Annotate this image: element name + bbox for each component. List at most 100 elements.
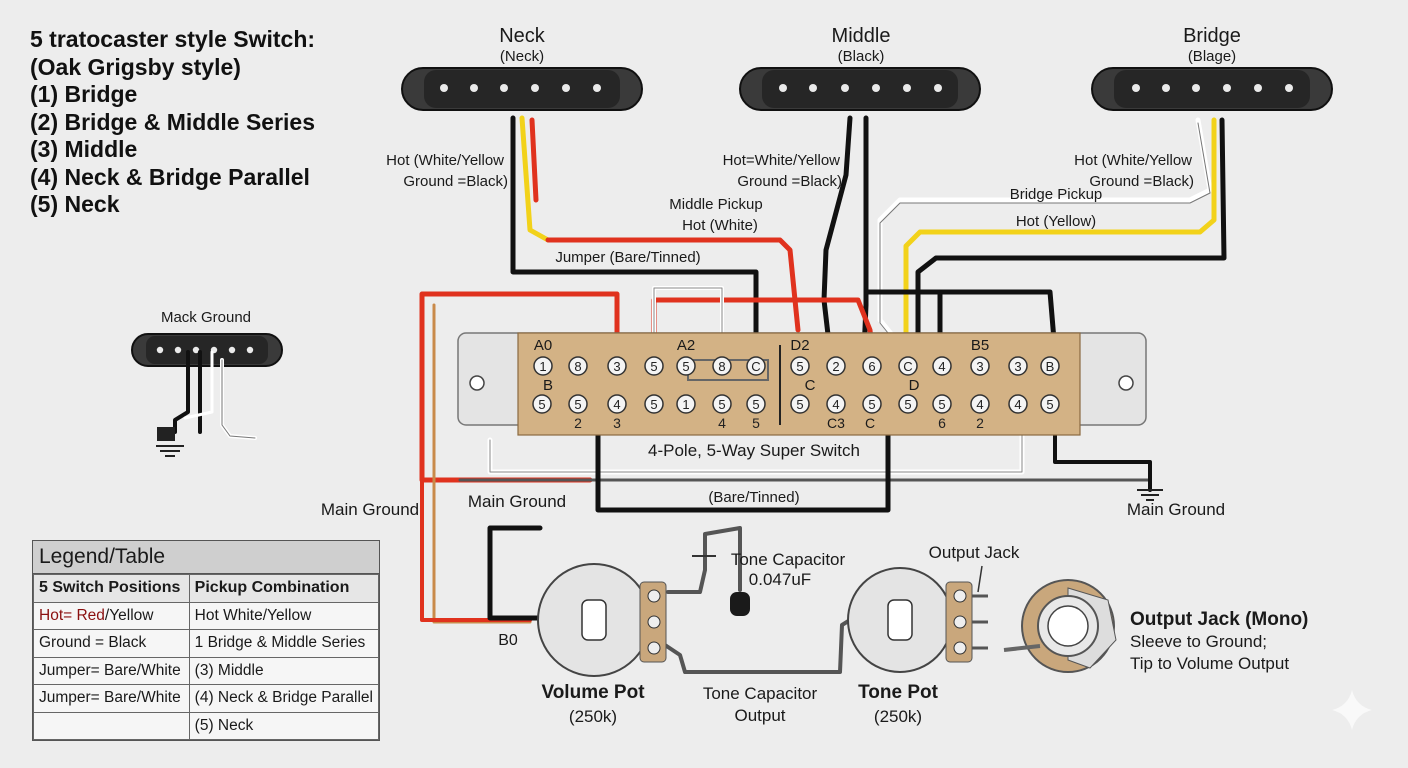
switch-bottom-lug-label: 5	[868, 397, 875, 412]
switch-top-lug-label: 8	[574, 359, 581, 374]
ground-symbol-main	[1137, 489, 1163, 501]
volume-pot-value: (250k)	[569, 707, 617, 726]
switch-label-b: B	[543, 377, 553, 394]
middle-wire-label-2: Ground =Black)	[737, 173, 842, 190]
bridge-sub: (Blage)	[1188, 48, 1236, 65]
legend-title: Legend/Table	[33, 541, 379, 574]
switch-top-lug	[790, 356, 810, 376]
title-line: (Oak Grigsby style)	[30, 53, 241, 80]
switch-bottom-lug	[532, 394, 552, 414]
switch-top-lug	[746, 356, 766, 376]
title-line: 5 tratocaster style Switch:	[30, 26, 316, 52]
legend-header-positions: 5 Switch Positions	[33, 574, 190, 603]
switch-bottom-lug-label: 5	[574, 397, 581, 412]
middle-pickup	[739, 67, 981, 111]
switch-bottom-lug-label: 1	[682, 397, 689, 412]
legend-grid: 5 Switch Positions Pickup Combination Ho…	[33, 574, 380, 740]
switch-under-label: 2	[976, 415, 984, 431]
switch-bottom-lug-label: 4	[976, 397, 983, 412]
switch-top-lug-label: 2	[832, 359, 839, 374]
switch-bottom-lug	[644, 394, 664, 414]
switch-top-lug-label: 4	[938, 359, 945, 374]
bare-tinned-label: (Bare/Tinned)	[708, 489, 799, 506]
switch-bottom-lug	[862, 394, 882, 414]
title-line: (3) Middle	[30, 136, 138, 162]
bridge-hot-label: Hot (Yellow)	[1016, 213, 1096, 230]
jumper-label: Jumper (Bare/Tinned)	[555, 249, 700, 266]
switch-bottom-lug-label: 4	[832, 397, 839, 412]
switch-top-lug	[970, 356, 990, 376]
tone-pot-label: Tone Pot	[858, 682, 939, 703]
middle-wire-label-1: Hot=White/Yellow	[723, 152, 841, 169]
switch-top-lug-label: 1	[539, 359, 546, 374]
tone-cap-out-label-2: Output	[734, 706, 785, 725]
middle-sub: (Black)	[838, 48, 885, 65]
neck-wire-label-1: Hot (White/Yellow	[386, 152, 504, 169]
b0-label: B0	[498, 632, 518, 649]
mack-ground-label: Mack Ground	[161, 309, 251, 326]
switch-under-label: 4	[718, 415, 726, 431]
table-row: Jumper= Bare/White (4) Neck & Bridge Par…	[33, 684, 380, 713]
switch-top-lug-label: 5	[650, 359, 657, 374]
switch-top-lug-label: B	[1046, 359, 1055, 374]
sparkle-icon	[1332, 690, 1372, 730]
switch-top-lug-label: 5	[796, 359, 803, 374]
neck-pickup	[401, 67, 643, 111]
switch-bottom-lug	[1040, 394, 1060, 414]
switch-bottom-lug	[826, 394, 846, 414]
bridge-title: Bridge	[1183, 25, 1241, 47]
mack-ground-pickup	[131, 333, 283, 367]
switch-bottom-lug-label: 5	[752, 397, 759, 412]
legend-cell-left	[33, 711, 190, 740]
switch-bottom-lug	[1008, 394, 1028, 414]
switch-top-lug-label: C	[751, 359, 760, 374]
switch-label-c: C	[805, 377, 816, 394]
switch-top-lug	[568, 356, 588, 376]
switch-bottom-lug	[898, 394, 918, 414]
switch-bottom-lug	[712, 394, 732, 414]
switch-bottom-lug	[746, 394, 766, 414]
switch-label-c-low: C	[865, 415, 875, 431]
switch-top-lug-label: 5	[682, 359, 689, 374]
switch-top-lug-label: C	[903, 359, 912, 374]
switch-bottom-lug-label: 4	[613, 397, 620, 412]
switch-top-lug-label: 3	[976, 359, 983, 374]
output-jack-desc-1: Sleeve to Ground;	[1130, 632, 1267, 651]
volume-pot-label: Volume Pot	[541, 682, 645, 703]
main-ground-mid: Main Ground	[468, 492, 566, 511]
switch-label-c3: C3	[827, 415, 845, 431]
tone-cap-label-2: 0.047uF	[749, 570, 811, 589]
legend-table: Legend/Table 5 Switch Positions Pickup C…	[32, 540, 380, 741]
switch-top-lug	[676, 356, 696, 376]
switch-bottom-lug	[607, 394, 627, 414]
tone-cap-out-label-1: Tone Capacitor	[703, 684, 818, 703]
switch-top-lug	[712, 356, 732, 376]
switch-top-lug-label: 3	[613, 359, 620, 374]
title-line: (2) Bridge & Middle Series	[30, 108, 316, 135]
switch-bottom-lug	[932, 394, 952, 414]
bridge-wire-label-2: Ground =Black)	[1089, 173, 1194, 190]
legend-header-row: 5 Switch Positions Pickup Combination	[33, 574, 380, 603]
switch-label-a0: A0	[534, 337, 552, 354]
tone-pot-value: (250k)	[874, 707, 922, 726]
switch-name: 4-Pole, 5-Way Super Switch	[648, 441, 860, 460]
ground-symbol-mack	[156, 427, 184, 457]
switch-label-a2: A2	[677, 337, 695, 354]
legend-cell-left: Ground = Black	[33, 629, 190, 658]
neck-title: Neck	[499, 25, 546, 47]
legend-cell-left: Jumper= Bare/White	[33, 684, 190, 713]
switch-bottom-lug-label: 5	[904, 397, 911, 412]
middle-title: Middle	[832, 25, 891, 47]
title-block: 5 tratocaster style Switch: (Oak Grigsby…	[30, 26, 315, 219]
main-ground-right: Main Ground	[1127, 500, 1225, 519]
legend-hot-red: Hot= Red	[39, 606, 105, 624]
middle-hot-label-1: Middle Pickup	[669, 196, 762, 213]
bridge-wire-label-1: Hot (White/Yellow	[1074, 152, 1192, 169]
switch-bottom-lug-label: 5	[538, 397, 545, 412]
switch-bottom-lug	[676, 394, 696, 414]
legend-cell-right: (5) Neck	[188, 711, 380, 740]
neck-wire-label-2: Ground =Black)	[403, 173, 508, 190]
tone-pot	[847, 567, 988, 673]
switch-top-lug	[826, 356, 846, 376]
